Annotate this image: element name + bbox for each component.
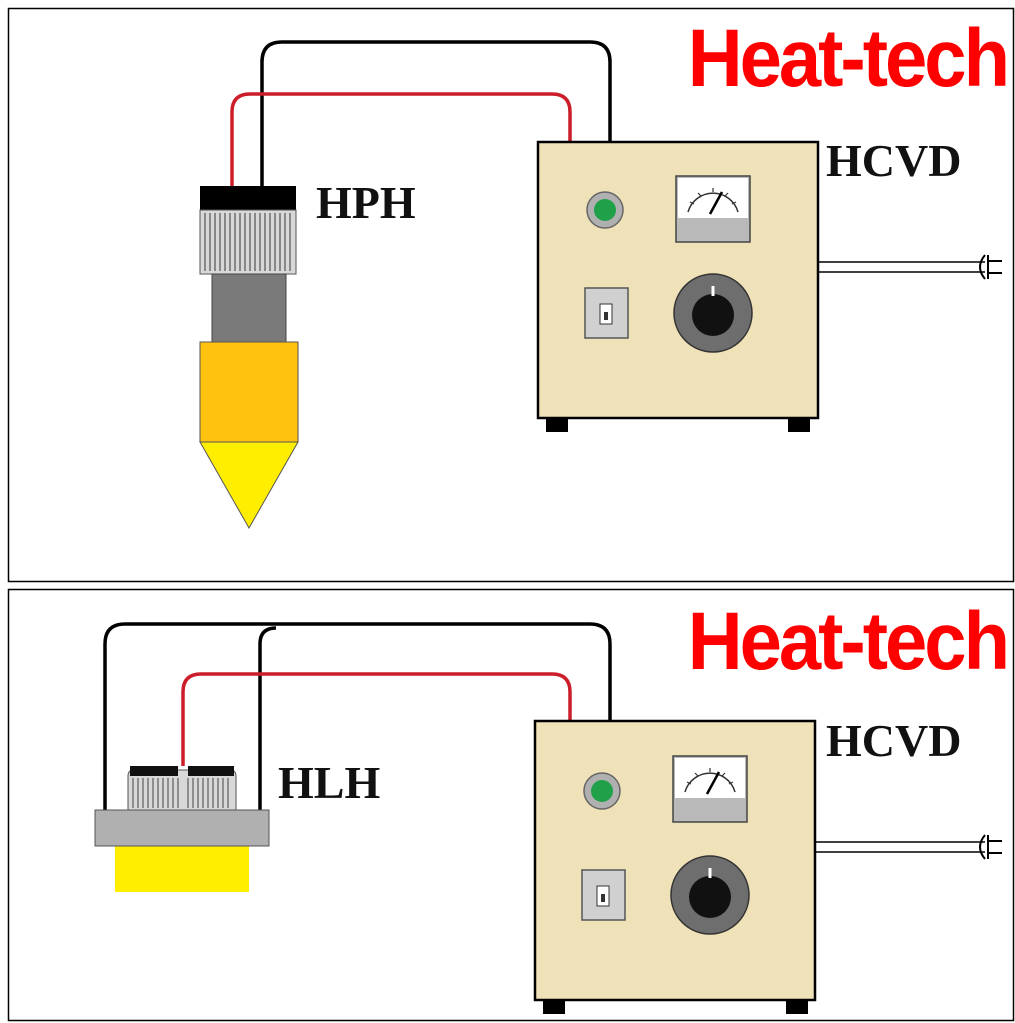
power-plug-icon	[815, 834, 1002, 860]
toggle-switch-icon	[584, 287, 629, 339]
cable-red	[181, 672, 572, 766]
indicator-lamp-icon	[586, 191, 624, 229]
dial-knob-icon	[673, 273, 753, 353]
toggle-switch-icon	[581, 869, 626, 921]
line-heater-icon	[94, 766, 270, 892]
controller-label: HCVD	[826, 135, 962, 186]
indicator-lamp-icon	[583, 772, 621, 810]
controller-box-icon	[536, 140, 820, 432]
heater-probe-icon	[199, 186, 299, 530]
diagram-hph-svg	[7, 7, 1015, 583]
controller-box-icon	[533, 719, 817, 1014]
cable-black	[260, 40, 612, 188]
panel-frame	[7, 588, 1015, 1022]
cable-black-outer	[103, 622, 612, 810]
meter-icon	[675, 175, 751, 243]
panel-frame	[7, 7, 1015, 583]
cable-black-inner	[258, 626, 277, 810]
power-plug-icon	[818, 254, 1002, 280]
meter-icon	[672, 755, 748, 823]
diagram-panel-hph: Heat-tech HPH HCVD	[7, 7, 1015, 583]
diagram-hlh-svg	[7, 588, 1015, 1022]
cable-red	[230, 92, 572, 188]
controller-label: HCVD	[826, 715, 962, 766]
heater-label: HLH	[278, 757, 381, 808]
diagram-panel-hlh: Heat-tech HLH HCVD	[0, 588, 1015, 1023]
heater-label: HPH	[316, 177, 416, 228]
brand-logo-text: Heat-tech	[687, 12, 1010, 105]
brand-logo-text: Heat-tech	[687, 595, 1010, 688]
dial-knob-icon	[670, 855, 750, 935]
